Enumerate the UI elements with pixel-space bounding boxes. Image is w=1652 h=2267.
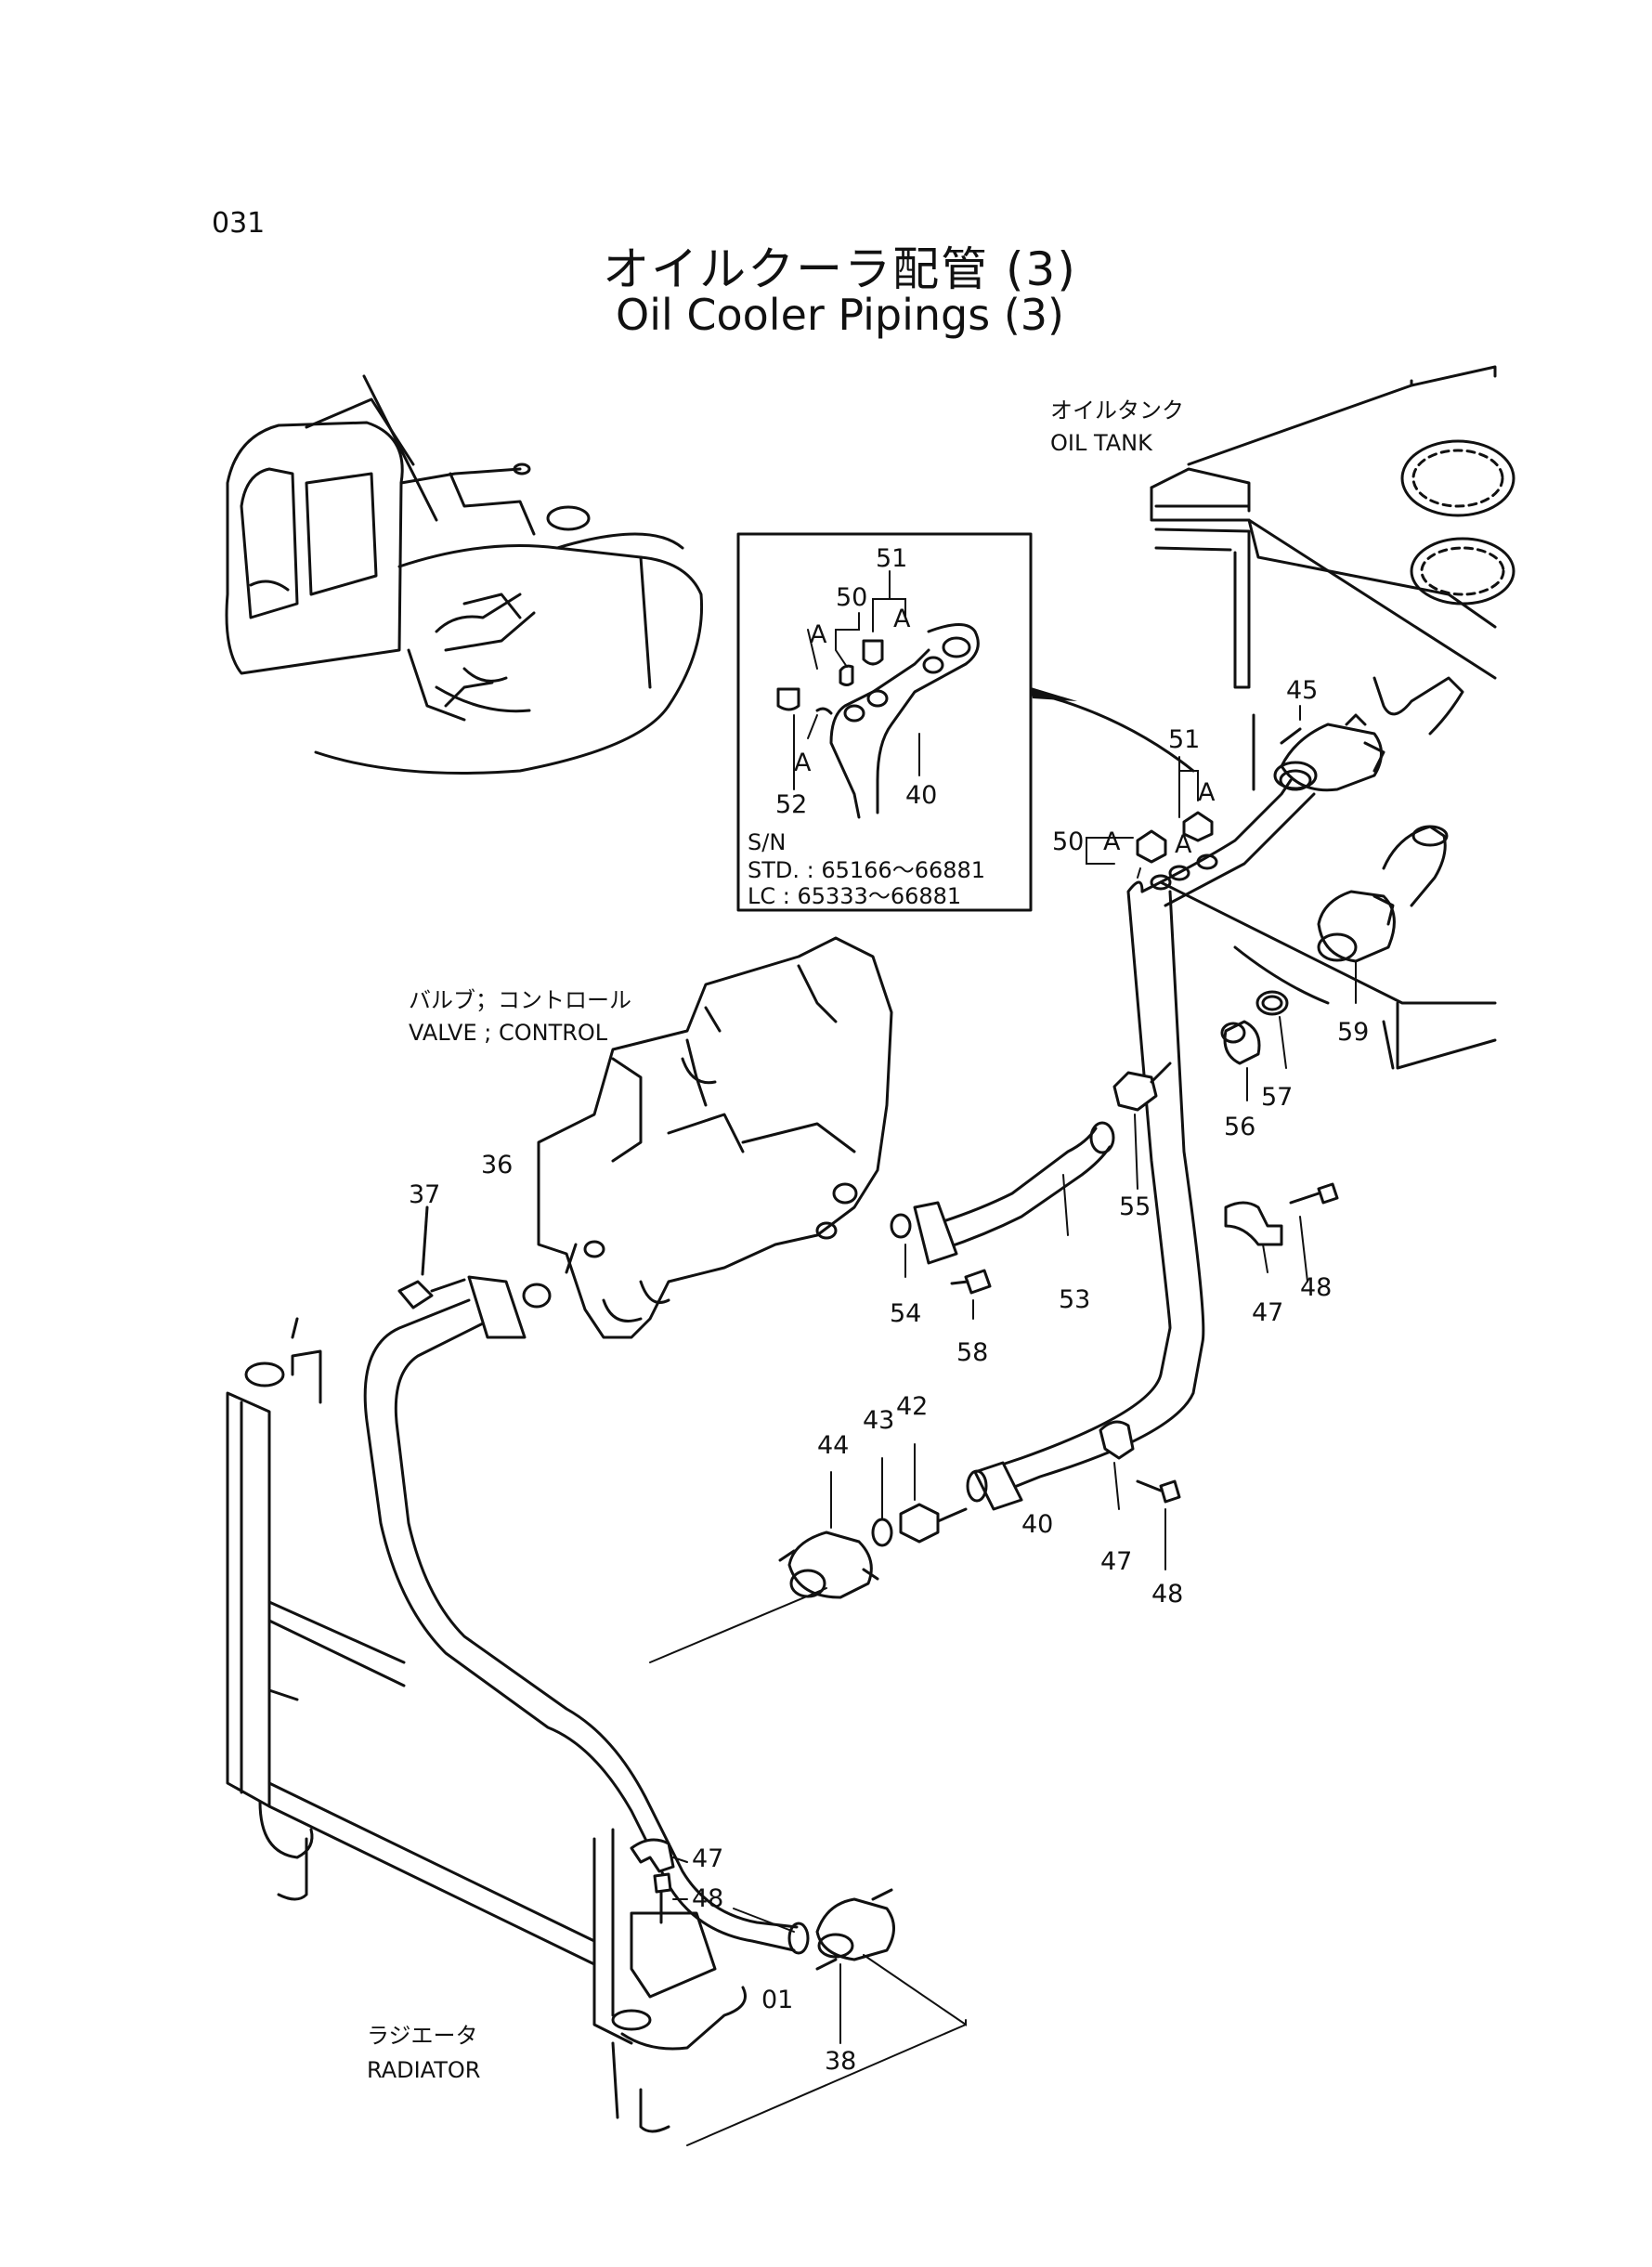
radiator-illustration xyxy=(226,1317,747,2133)
part-number-52-inset: 52 xyxy=(775,790,807,819)
clamp-47-lower xyxy=(630,1838,688,1873)
page-number: 031 xyxy=(212,207,266,240)
pipe-01 xyxy=(363,1298,810,1955)
ref-letter-a-inset-2: A xyxy=(893,605,911,633)
valve-label-jp: バルブ；コントロール xyxy=(409,987,631,1013)
part-number-54: 54 xyxy=(890,1299,921,1328)
inset-sn-title: S/N xyxy=(748,829,786,855)
oil-tank-label-en: OIL TANK xyxy=(1050,430,1153,456)
part-number-59: 59 xyxy=(1337,1018,1369,1047)
bolt-37 xyxy=(397,1205,466,1309)
part-number-37: 37 xyxy=(409,1180,440,1209)
title-japanese: オイルクーラ配管 (3) xyxy=(603,242,1077,296)
part-number-51: 51 xyxy=(1168,725,1200,754)
part-number-50: 50 xyxy=(1052,827,1084,856)
inset-lc-serial: LC : 65333～66881 xyxy=(748,883,961,909)
part-number-44: 44 xyxy=(817,1431,849,1460)
ref-letter-a-inset-1: A xyxy=(810,620,827,649)
clamp-44 xyxy=(778,1471,879,1599)
part-number-36: 36 xyxy=(481,1151,513,1179)
part-number-58: 58 xyxy=(956,1338,988,1367)
oil-tank-label-jp: オイルタンク xyxy=(1050,397,1184,423)
part-number-47-upper: 47 xyxy=(1252,1298,1283,1327)
title-english: Oil Cooler Pipings (3) xyxy=(616,290,1064,340)
part-number-40: 40 xyxy=(1021,1510,1053,1539)
part-number-47-lower: 47 xyxy=(692,1844,723,1873)
part-number-45: 45 xyxy=(1286,676,1318,705)
part-number-01: 01 xyxy=(761,1986,793,2014)
part-number-47-middle: 47 xyxy=(1100,1547,1132,1576)
part-number-43: 43 xyxy=(863,1406,894,1435)
part-number-40-inset: 40 xyxy=(905,781,937,810)
fitting-42 xyxy=(899,1443,968,1544)
bolt-48-upper xyxy=(1289,1182,1339,1283)
hose-53 xyxy=(927,1121,1115,1251)
part-number-56: 56 xyxy=(1224,1113,1255,1141)
ref-letter-a-1: A xyxy=(1198,778,1216,807)
bolt-48-middle xyxy=(1136,1479,1181,1570)
plug-50-51-fittings xyxy=(1086,756,1214,879)
flange-36-area xyxy=(467,1243,578,1339)
ref-letter-a-inset-3: A xyxy=(794,749,812,777)
sleeve-56 xyxy=(1220,1020,1261,1101)
part-number-42: 42 xyxy=(896,1392,928,1421)
clamp-47-upper xyxy=(1224,1201,1283,1273)
part-number-53: 53 xyxy=(1059,1285,1090,1314)
control-valve-illustration xyxy=(537,936,893,1339)
part-number-50-inset: 50 xyxy=(836,583,867,612)
ref-letter-a-2: A xyxy=(1175,830,1192,859)
part-number-48-lower: 48 xyxy=(692,1884,723,1913)
centerline-pipe-01 xyxy=(733,1908,795,1933)
flange-54 xyxy=(890,1201,958,1278)
part-number-48-middle: 48 xyxy=(1151,1580,1183,1609)
clamp-59 xyxy=(1317,825,1449,1004)
ref-letter-a-3: A xyxy=(1103,827,1121,856)
part-number-55: 55 xyxy=(1119,1192,1151,1221)
radiator-label-en: RADIATOR xyxy=(367,2057,480,2083)
excavator-overview-illustration xyxy=(225,374,704,775)
bolt-48-lower xyxy=(653,1872,688,1924)
radiator-label-jp: ラジエータ xyxy=(367,2023,478,2049)
part-number-51-inset: 51 xyxy=(876,544,907,573)
clamp-47-middle xyxy=(1099,1420,1135,1510)
part-number-57: 57 xyxy=(1261,1083,1293,1112)
oil-tank-illustration xyxy=(1150,365,1515,1070)
fitting-55 xyxy=(1112,1062,1172,1190)
inset-detail-box xyxy=(736,532,1033,912)
clamp-45 xyxy=(1273,705,1385,792)
centerline-44-radiator xyxy=(649,1587,827,1663)
pipe-40 xyxy=(966,769,1316,1511)
ring-43 xyxy=(871,1457,893,1547)
clamp-38 xyxy=(686,1888,967,2146)
inset-std-serial: STD. : 65166～66881 xyxy=(748,857,985,883)
part-number-48-upper: 48 xyxy=(1300,1273,1332,1302)
bolt-58 xyxy=(950,1269,992,1320)
ring-57 xyxy=(1255,990,1289,1069)
part-number-38: 38 xyxy=(825,2047,856,2076)
valve-label-en: VALVE ; CONTROL xyxy=(409,1020,608,1046)
